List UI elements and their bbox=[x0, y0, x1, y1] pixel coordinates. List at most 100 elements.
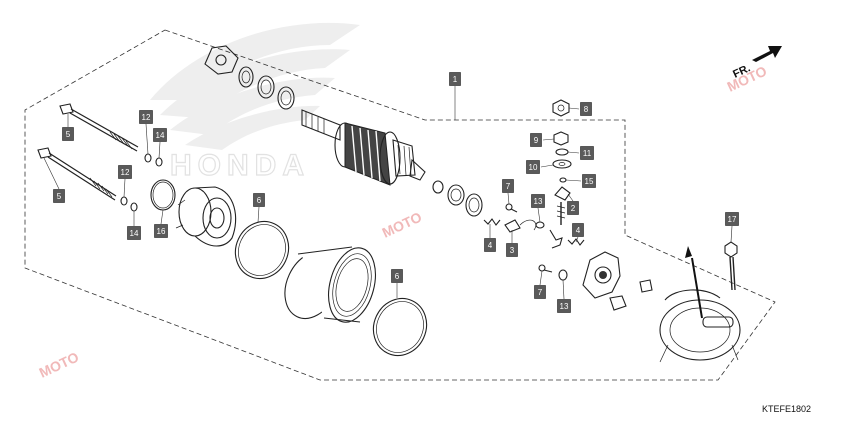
assembly-boundary bbox=[24, 29, 776, 381]
armature-washer-a bbox=[432, 180, 444, 194]
armature bbox=[301, 109, 426, 186]
thrust-washer-c bbox=[277, 86, 295, 110]
armature-washer-b bbox=[447, 184, 465, 206]
callout-number: 15 bbox=[585, 177, 594, 186]
svg-text:MOTO: MOTO bbox=[380, 209, 425, 241]
callout-c17: 17 bbox=[725, 212, 739, 226]
callout-box bbox=[531, 194, 545, 208]
callout-box bbox=[253, 193, 265, 207]
washer-13-lower bbox=[558, 269, 568, 281]
callout-c13b: 13 bbox=[557, 299, 571, 313]
callout-box bbox=[580, 146, 594, 160]
callout-box bbox=[506, 243, 518, 257]
callout-box bbox=[153, 128, 167, 142]
callout-box bbox=[62, 127, 74, 141]
callout-box bbox=[725, 212, 739, 226]
callout-number: 14 bbox=[130, 229, 139, 238]
callout-number: 13 bbox=[560, 302, 569, 311]
callout-number: 6 bbox=[257, 196, 262, 205]
callout-c5b: 5 bbox=[53, 189, 65, 203]
callout-number: 16 bbox=[157, 227, 166, 236]
brush-holder bbox=[582, 251, 621, 299]
brush-3 bbox=[504, 219, 537, 233]
washer-10 bbox=[552, 159, 572, 169]
brush-wire bbox=[549, 229, 563, 249]
callout-c3: 3 bbox=[506, 243, 518, 257]
callout-number: 12 bbox=[142, 113, 151, 122]
callout-c15: 15 bbox=[582, 174, 596, 188]
callout-c9: 9 bbox=[530, 133, 542, 147]
diagram-code: KTEFE1802 bbox=[762, 404, 811, 414]
through-bolt-upper bbox=[59, 103, 139, 152]
callout-number: 14 bbox=[156, 131, 165, 140]
callout-box bbox=[582, 174, 596, 188]
oring-14-lower bbox=[130, 202, 138, 212]
callout-box bbox=[391, 269, 403, 283]
callout-number: 5 bbox=[57, 192, 62, 201]
callout-number: 13 bbox=[534, 197, 543, 206]
callout-number: 11 bbox=[583, 149, 592, 158]
callout-number: 7 bbox=[506, 182, 511, 191]
bolt-17 bbox=[724, 241, 738, 291]
oring-15 bbox=[559, 177, 567, 183]
callout-number: 10 bbox=[529, 163, 538, 172]
callout-c7a: 7 bbox=[502, 179, 514, 193]
callout-box bbox=[567, 201, 579, 215]
front-cover-housing bbox=[175, 186, 237, 247]
callout-c7b: 7 bbox=[534, 285, 546, 299]
seal-clip bbox=[639, 279, 653, 293]
callout-number: 2 bbox=[571, 204, 576, 213]
callout-c14b: 14 bbox=[127, 226, 141, 240]
callout-box bbox=[557, 299, 571, 313]
svg-text:MOTO: MOTO bbox=[37, 349, 82, 381]
oring-14-upper bbox=[155, 157, 163, 167]
washer-13-upper bbox=[535, 221, 545, 229]
nut-9 bbox=[553, 131, 569, 146]
callout-c4a: 4 bbox=[484, 238, 496, 252]
insulator-plate bbox=[609, 295, 627, 311]
callout-box bbox=[154, 224, 168, 238]
callout-c6a: 6 bbox=[253, 193, 265, 207]
callout-c11: 11 bbox=[580, 146, 594, 160]
callout-c5a: 5 bbox=[62, 127, 74, 141]
through-bolt-lower bbox=[37, 147, 117, 201]
callout-box bbox=[530, 133, 542, 147]
callout-box bbox=[526, 160, 540, 174]
callout-c8: 8 bbox=[580, 102, 592, 116]
callout-box bbox=[502, 179, 514, 193]
callout-box bbox=[449, 72, 461, 86]
callout-box bbox=[53, 189, 65, 203]
callout-number: 1 bbox=[453, 75, 458, 84]
callout-box bbox=[118, 165, 132, 179]
callout-number: 12 bbox=[121, 168, 130, 177]
thrust-washer-a bbox=[238, 66, 254, 88]
callout-c6b: 6 bbox=[391, 269, 403, 283]
screw-7-upper bbox=[505, 203, 518, 213]
callout-number: 17 bbox=[728, 215, 737, 224]
callout-box bbox=[484, 238, 496, 252]
gasket-6-rear bbox=[372, 297, 428, 357]
callout-c2: 2 bbox=[567, 201, 579, 215]
honda-wing-watermark bbox=[150, 22, 360, 150]
callout-c14a: 14 bbox=[153, 128, 167, 142]
spring-4-left bbox=[483, 218, 501, 226]
leader-lines bbox=[43, 86, 733, 300]
washer-12-upper bbox=[144, 153, 152, 163]
starter-yoke bbox=[284, 245, 376, 335]
callout-number: 8 bbox=[584, 105, 589, 114]
callout-c1: 1 bbox=[449, 72, 461, 86]
callout-c4b: 4 bbox=[572, 223, 584, 237]
lock-plate bbox=[204, 45, 239, 75]
callout-number: 5 bbox=[66, 130, 71, 139]
callout-c16: 16 bbox=[154, 224, 168, 238]
screw-7-lower bbox=[538, 264, 553, 273]
callout-number: 7 bbox=[538, 288, 543, 297]
grease-mark-icon bbox=[685, 246, 703, 319]
callout-c10: 10 bbox=[526, 160, 540, 174]
callout-c12b: 12 bbox=[118, 165, 132, 179]
washer-12-lower bbox=[120, 196, 128, 206]
callout-number: 6 bbox=[395, 272, 400, 281]
callout-box bbox=[139, 110, 153, 124]
